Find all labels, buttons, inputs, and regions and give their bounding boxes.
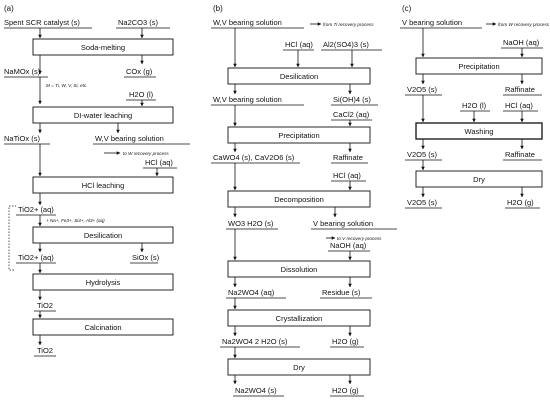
step-di-water-leaching-box [32,106,174,124]
label-v2o5-c2: V2O5 (s) [407,150,438,159]
label-tio2-1: TiO2 [37,301,53,310]
label-wo3: WO3 H2O (s) [228,219,274,228]
note-ions: + Na+, Fe3+, Si4+, Al3+ (aq) [46,218,105,223]
label-tio2-2: TiO2 [37,346,53,355]
note-metals: M = Ti, W, V, Si, etc. [46,83,87,88]
step-precipitation-c-box [415,57,543,75]
label-wv-solution-b2: W,V bearing solution [213,95,282,104]
label-sioh4: Si(OH)4 (s) [333,95,371,104]
step-hydrolysis: Hydrolysis [86,278,121,287]
label-naoh-b: NaOH (aq) [330,241,367,250]
label-hcl-a: HCl (aq) [145,158,173,167]
label-siox: SiOx (s) [132,253,160,262]
input-wv-solution-b: W,V bearing solution [213,18,282,27]
note-from-w: from W recovery process [498,22,550,27]
step-precipitation-b-box [227,126,371,144]
label-hcl-c: HCl (aq) [505,101,533,110]
step-soda-melting: Soda-melting [81,43,125,52]
step-washing: Washing [465,127,494,136]
step-desilication-a: Desilication [84,231,122,240]
note-from-ti: from Ti recovery process [323,22,374,27]
step-precipitation-b: Precipitation [278,131,319,140]
label-naoh-c: NaOH (aq) [503,38,540,47]
label-hcl-b: HCl (aq) [285,40,313,49]
label-v-solution-b: V bearing solution [313,219,373,228]
step-decomposition-box [227,190,371,208]
input-v-solution-c: V bearing solution [402,18,462,27]
label-cacl2: CaCl2 (aq) [333,110,370,119]
step-dry-b-box [227,358,371,376]
label-h2o-g-b2: H2O (g) [332,386,359,395]
step-soda-melting-box [32,38,174,56]
input-spent-catalyst: Spent SCR catalyst (s) [4,18,80,27]
label-v2o5-c1: V2O5 (s) [407,85,438,94]
step-calcination-box [32,318,174,336]
panel-b-tag: (b) [213,4,223,13]
step-calcination: Calcination [84,323,121,332]
note-to-w: to W recovery process [123,151,169,156]
label-al2so4: Al2(SO4)3 (s) [323,40,369,49]
step-desilication-a-box [32,226,174,244]
step-crystallization: Crystallization [276,314,323,323]
panel-c-tag: (c) [402,4,412,13]
step-hcl-leaching: HCl leaching [82,181,125,190]
step-dry-c: Dry [473,175,485,184]
step-crystallization-box [227,309,371,327]
step-desilication-b-box [227,67,371,85]
recycle-loop [8,205,16,271]
label-raffinate-c2: Raffinate [505,150,535,159]
label-residue: Residue (s) [322,288,361,297]
step-dissolution-box [227,260,371,278]
label-na2wo4-2h2o: Na2WO4 2 H2O (s) [222,337,288,346]
step-hcl-leaching-box [32,176,174,194]
label-h2o-l-a: H2O (l) [129,90,154,99]
note-to-v: to V recovery process [337,236,382,241]
label-h2o-g-c: H2O (g) [507,198,534,207]
label-natiox: NaTiOx (s) [4,134,40,143]
label-cawo4: CaWO4 (s), CaV2O6 (s) [213,153,295,162]
label-h2o-l-c: H2O (l) [462,101,487,110]
label-tio2plus-1: TiO2+ (aq) [18,205,54,214]
step-dissolution: Dissolution [281,265,318,274]
label-na2wo4-s: Na2WO4 (s) [235,386,277,395]
step-desilication-b: Desilication [280,72,318,81]
panel-a-tag: (a) [4,4,14,13]
step-dry-b: Dry [293,363,305,372]
label-cox: COx (g) [126,67,153,76]
label-wv-solution-a: W,V bearing solution [95,134,164,143]
label-raffinate-b: Raffinate [333,153,363,162]
step-washing-box [415,122,543,140]
label-na2wo4-aq: Na2WO4 (aq) [228,288,275,297]
label-hcl-b2: HCl (aq) [333,171,361,180]
input-na2co3: Na2CO3 (s) [118,18,159,27]
label-v2o5-c3: V2O5 (s) [407,198,438,207]
label-raffinate-c1: Raffinate [505,85,535,94]
step-hydrolysis-box [32,273,174,291]
label-namox: NaMOx (s) [4,67,41,76]
label-tio2plus-2: TiO2+ (aq) [18,253,54,262]
label-h2o-g-b1: H2O (g) [332,337,359,346]
step-decomposition: Decomposition [274,195,324,204]
step-precipitation-c: Precipitation [458,62,499,71]
step-dry-c-box [415,170,543,188]
step-di-water-leaching: DI-water leaching [74,111,132,120]
